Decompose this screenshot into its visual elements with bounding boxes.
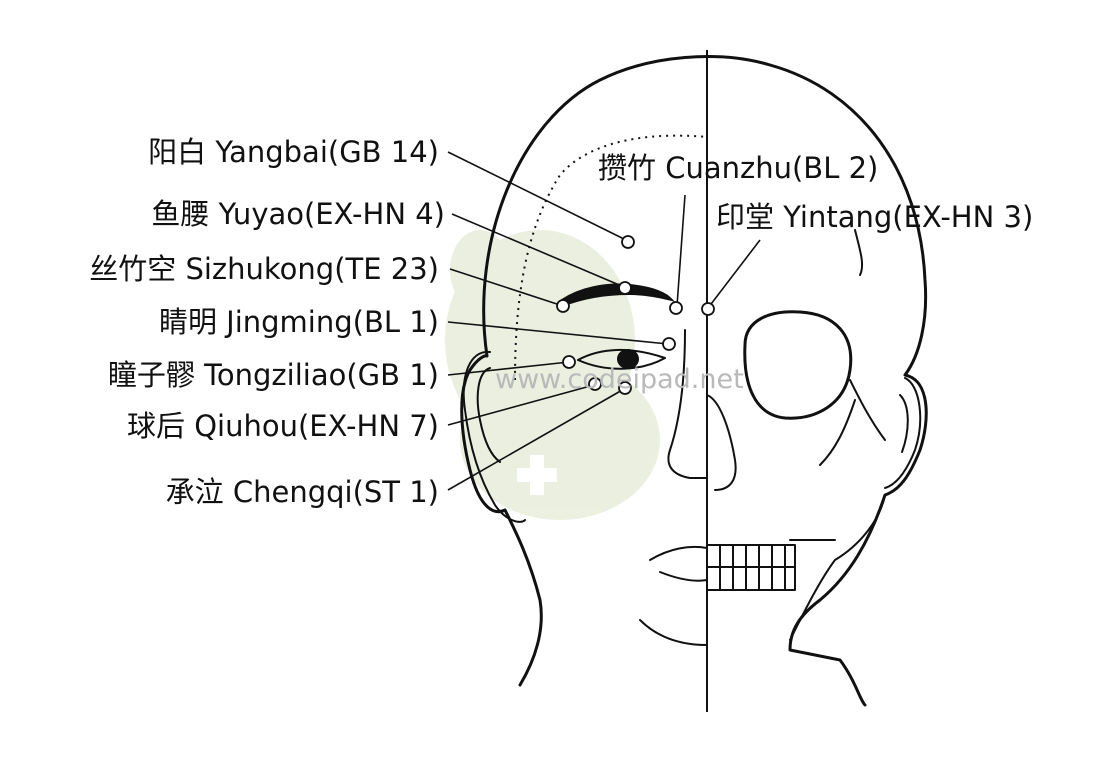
point-cuanzhu <box>669 301 683 315</box>
point-jingming <box>662 337 676 351</box>
label-yintang: 印堂 Yintang(EX-HN 3) <box>716 200 1033 234</box>
point-sizhukong <box>556 299 570 313</box>
skull-jaw <box>789 494 886 641</box>
label-jingming: 睛明 Jingming(BL 1) <box>159 305 439 339</box>
leader-sizhukong <box>449 268 564 307</box>
skull-orbit <box>743 310 853 420</box>
label-sizhukong: 丝竹空 Sizhukong(TE 23) <box>89 252 439 286</box>
leader-yangbai <box>447 151 627 241</box>
right-ear <box>884 377 922 489</box>
point-yangbai <box>621 235 635 249</box>
left-eyebrow <box>561 283 675 308</box>
leader-qiuhou <box>447 384 595 426</box>
point-tongziliao <box>562 355 576 369</box>
label-chengqi: 承泣 Chengqi(ST 1) <box>166 475 439 509</box>
label-tongziliao: 瞳子髎 Tongziliao(GB 1) <box>108 358 439 392</box>
label-yangbai: 阳白 Yangbai(GB 14) <box>148 135 439 169</box>
point-chengqi <box>618 381 632 395</box>
left-ear <box>462 350 526 523</box>
leader-yintang <box>707 239 761 309</box>
left-eye <box>577 349 666 370</box>
leader-cuanzhu <box>676 194 686 307</box>
leader-chengqi <box>447 388 625 491</box>
point-yuyao <box>618 281 632 295</box>
nose <box>667 329 708 479</box>
watermark-text: www.codeipad.net <box>495 364 744 395</box>
skull-nasal <box>706 394 737 491</box>
point-yintang <box>701 302 715 316</box>
chin-line <box>639 619 708 646</box>
skull-cheekbone <box>819 229 886 466</box>
label-qiuhou: 球后 Qiuhou(EX-HN 7) <box>127 409 439 443</box>
head-outline <box>460 55 928 707</box>
left-pupil <box>617 349 639 369</box>
label-cuanzhu: 攒竹 Cuanzhu(BL 2) <box>598 151 878 185</box>
label-yuyao: 鱼腰 Yuyao(EX-HN 4) <box>151 197 445 231</box>
leader-tongziliao <box>447 361 570 376</box>
watermark-logo <box>445 230 660 520</box>
skull-teeth <box>706 544 796 591</box>
leader-jingming <box>447 321 669 345</box>
mouth <box>649 545 708 582</box>
point-qiuhou <box>588 377 602 391</box>
leader-yuyao <box>451 213 625 288</box>
